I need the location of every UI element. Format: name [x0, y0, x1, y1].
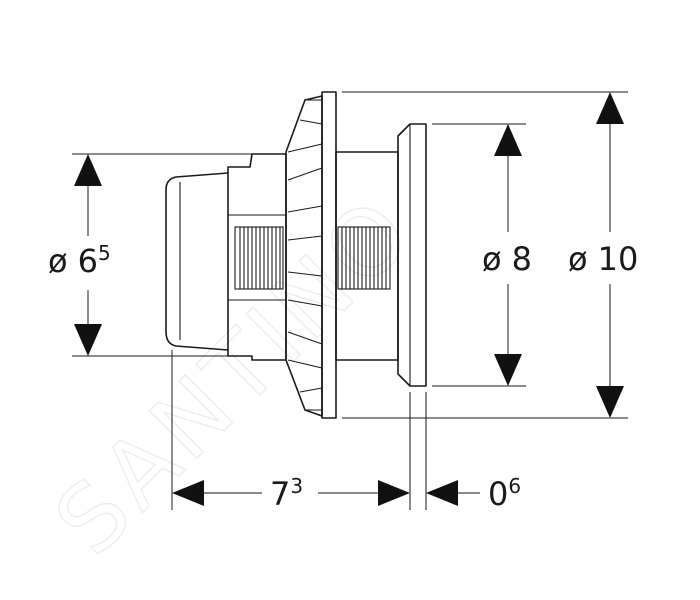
dimension-length-body: 73 [172, 474, 410, 513]
push-button-part [165, 91, 427, 419]
thread-right [337, 226, 391, 290]
extension-lines [72, 91, 628, 510]
dimension-length-flange: 06 [426, 474, 521, 513]
label-length-body: 73 [270, 474, 303, 513]
label-length-flange: 06 [488, 474, 521, 513]
button-cap [165, 172, 229, 351]
thread-left [234, 226, 284, 290]
cover-plate [397, 123, 427, 387]
